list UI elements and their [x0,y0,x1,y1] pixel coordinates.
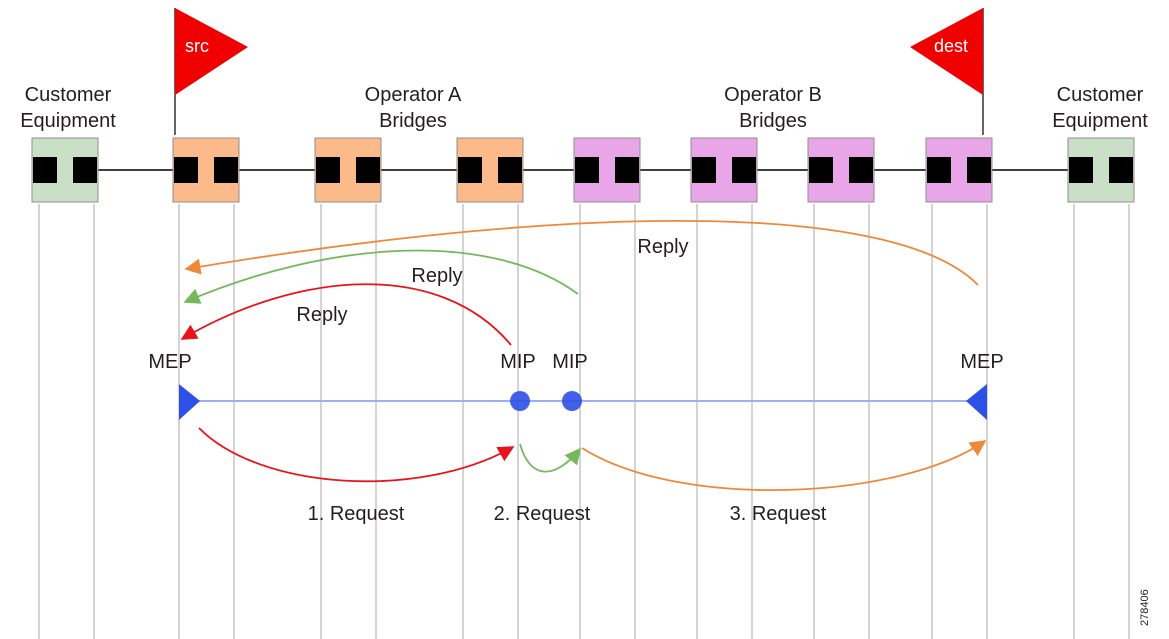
request-arrow-3 [581,440,987,491]
mep-right-marker [966,384,987,420]
port-right [498,157,522,183]
operator-b-bridge-4 [925,137,993,203]
reply-arrow-mip2 [183,249,579,304]
label-line: Customer [24,84,112,106]
mip-2-label: MIP [552,351,588,373]
label-line: Equipment [20,110,116,132]
mep-left-label: MEP [148,351,192,373]
customer-equipment-right-label: Customer Equipment [1036,82,1164,134]
port-lines [38,204,1130,639]
reply-arrow-mip1 [180,283,512,346]
label-line: Operator B [724,84,822,106]
label-line: Customer [1056,84,1144,106]
src-flag-label: src [185,36,209,56]
port-right [967,157,991,183]
src-flag [175,8,248,95]
port-right [73,157,97,183]
port-left [927,157,951,183]
port-left [33,157,57,183]
request-label-3: 3. Request [729,503,827,525]
operator-b-label: Operator B Bridges [703,82,843,134]
customer-equipment-left-label: Customer Equipment [4,82,132,134]
mep-left-marker [179,384,200,420]
mip-1-marker [510,391,530,411]
operator-a-label: Operator A Bridges [343,82,483,134]
dest-flag-label: dest [934,36,969,56]
port-right [1109,157,1133,183]
port-left [692,157,716,183]
request-arrow-2 [519,443,582,473]
mip-2-marker [562,391,582,411]
reply-label-1: Reply [296,304,348,326]
operator-b-bridge-3 [807,137,875,203]
port-left [575,157,599,183]
reply-label-3: Reply [637,236,689,258]
reply-arrow-mep [184,220,979,286]
port-right [732,157,756,183]
request-arrow-1 [198,427,515,483]
operator-b-bridge-2 [690,137,758,203]
port-left [316,157,340,183]
label-line: Bridges [739,110,807,132]
request-label-2: 2. Request [493,503,591,525]
operator-b-bridge-1 [573,137,641,203]
port-right [615,157,639,183]
port-left [809,157,833,183]
operator-a-bridge-1 [172,137,240,203]
mip-1-label: MIP [500,351,536,373]
reply-label-2: Reply [411,265,463,287]
label-line: Operator A [364,84,462,106]
port-right [849,157,873,183]
operator-a-bridge-3 [456,137,524,203]
request-label-1: 1. Request [307,503,405,525]
port-right [356,157,380,183]
mep-right-label: MEP [960,351,1004,373]
label-line: Equipment [1052,110,1148,132]
customer-device-left [31,137,99,203]
port-right [214,157,238,183]
figure-id: 278406 [1139,589,1151,626]
dest-flag [910,8,983,95]
port-left [1069,157,1093,183]
operator-a-bridge-2 [314,137,382,203]
label-line: Bridges [379,110,447,132]
port-left [174,157,198,183]
port-left [458,157,482,183]
customer-device-right [1067,137,1135,203]
